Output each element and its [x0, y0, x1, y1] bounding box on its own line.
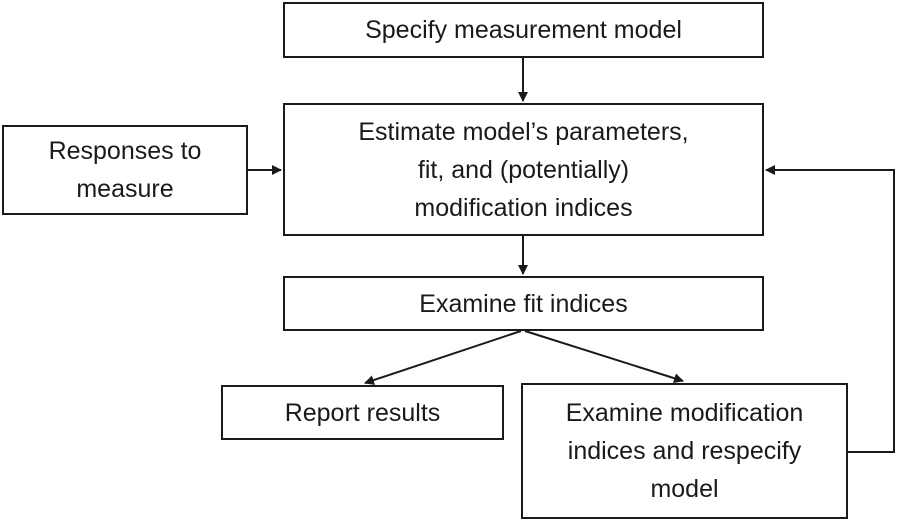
edge-examine-fit-to-report [364, 330, 522, 385]
node-responses-to-measure: Responses to measure [2, 125, 248, 215]
node-specify-label: Specify measurement model [365, 16, 682, 44]
node-examine-fit-indices: Examine fit indices [283, 276, 764, 331]
node-examine-fit-label: Examine fit indices [419, 289, 628, 318]
node-specify-measurement-model: Specify measurement model [283, 2, 764, 58]
node-report-results: Report results [221, 385, 504, 440]
node-estimate-label: Estimate model’s parameters, fit, and (p… [358, 117, 689, 222]
node-report-label: Report results [284, 398, 441, 427]
edge-examine-fit-to-modification [524, 330, 684, 384]
edge-feedback-modification-to-estimate [765, 165, 895, 453]
node-responses-label: Responses to measure [48, 137, 202, 203]
node-examine-modification-indices: Examine modification indices and respeci… [521, 383, 848, 519]
node-estimate-parameters: Estimate model’s parameters, fit, and (p… [283, 103, 764, 236]
node-examine-modification-label: Examine modification indices and respeci… [565, 399, 804, 503]
